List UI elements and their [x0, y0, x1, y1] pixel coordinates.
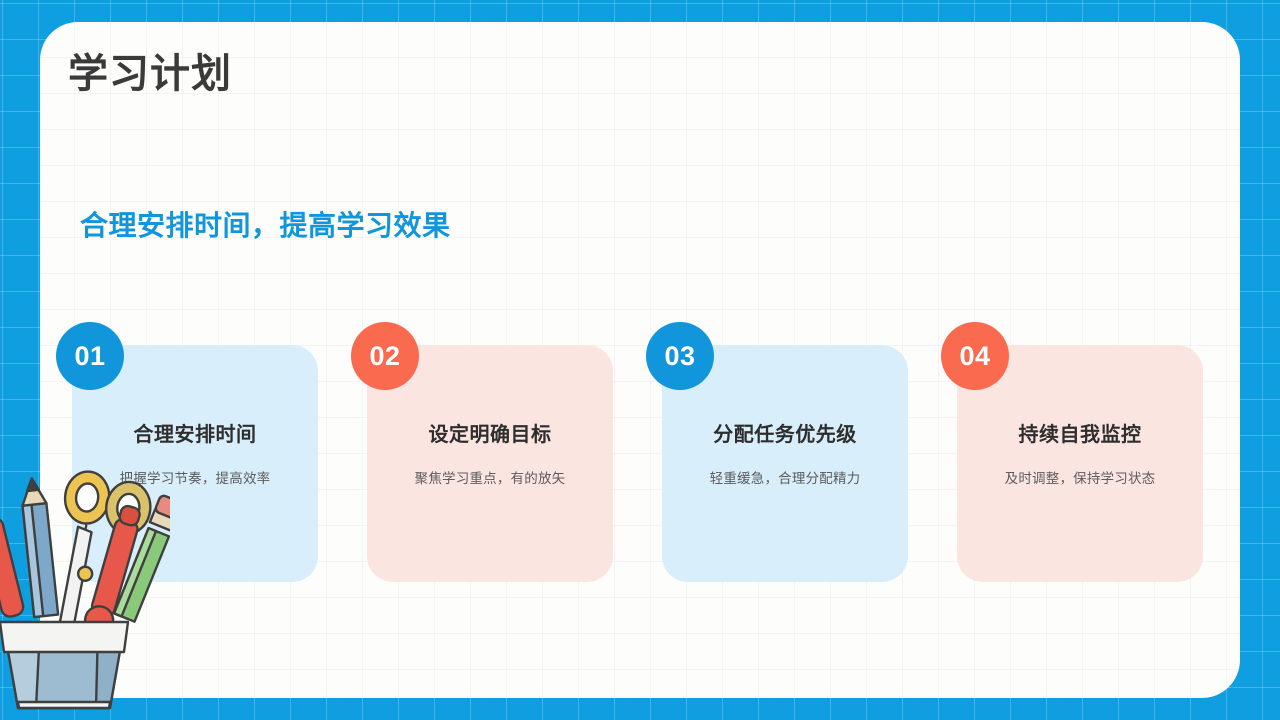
- step-description-04: 及时调整，保持学习状态: [1004, 471, 1156, 486]
- step-panel-03: [662, 345, 908, 582]
- step-number-badge-01: 01: [56, 322, 124, 390]
- step-title-02: 设定明确目标: [428, 424, 552, 446]
- steps-row: 01 合理安排时间 把握学习节奏，提高效率 02 设定明确目标 聚焦学习重点，有…: [40, 322, 1240, 622]
- step-number-badge-03: 03: [646, 322, 714, 390]
- step-description-02: 聚焦学习重点，有的放矢: [414, 471, 566, 486]
- step-title-03: 分配任务优先级: [713, 424, 857, 446]
- step-description-01: 把握学习节奏，提高效率: [119, 471, 271, 486]
- slide-subtitle: 合理安排时间，提高学习效果: [80, 210, 451, 241]
- step-title-04: 持续自我监控: [1018, 424, 1142, 446]
- step-panel-02: [367, 345, 613, 582]
- step-panel-04: [957, 345, 1203, 582]
- step-card-01[interactable]: 01 合理安排时间 把握学习节奏，提高效率: [56, 322, 318, 592]
- page-title: 学习计划: [68, 52, 232, 96]
- step-card-02[interactable]: 02 设定明确目标 聚焦学习重点，有的放矢: [351, 322, 613, 592]
- step-card-04[interactable]: 04 持续自我监控 及时调整，保持学习状态: [941, 322, 1203, 592]
- step-title-01: 合理安排时间: [133, 424, 257, 446]
- step-number-badge-02: 02: [351, 322, 419, 390]
- step-number-badge-04: 04: [941, 322, 1009, 390]
- step-description-03: 轻重缓急，合理分配精力: [709, 471, 861, 486]
- step-card-03[interactable]: 03 分配任务优先级 轻重缓急，合理分配精力: [646, 322, 908, 592]
- slide-content-card: 学习计划 合理安排时间，提高学习效果 01 合理安排时间 把握学习节奏，提高效率…: [40, 22, 1240, 698]
